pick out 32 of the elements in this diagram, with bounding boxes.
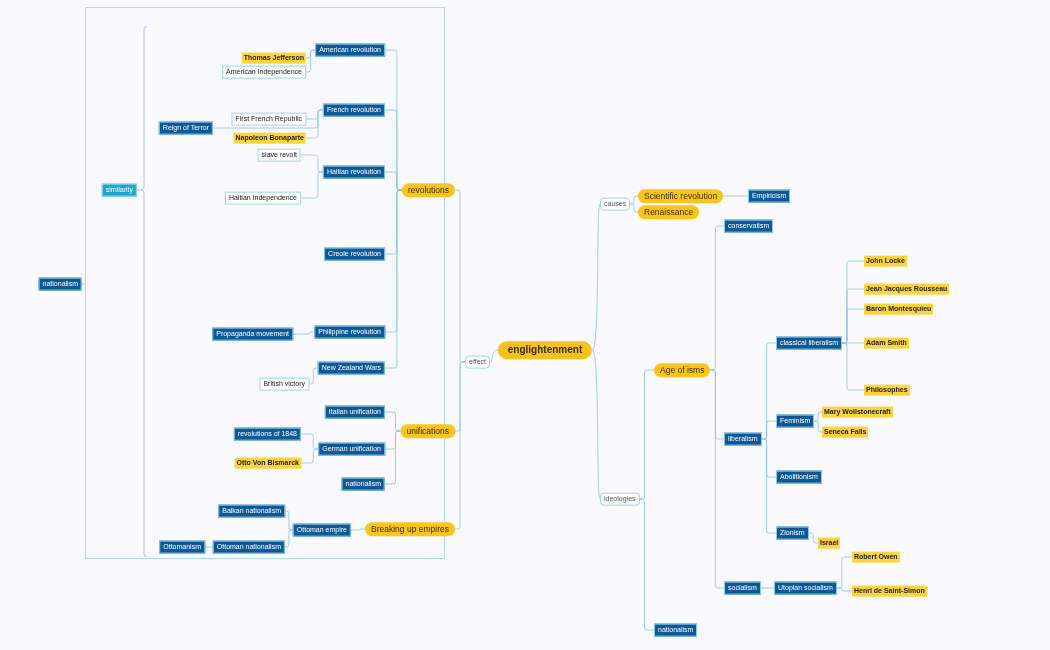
main-branch-topic: Renaissance bbox=[638, 205, 700, 219]
connector-line bbox=[350, 528, 366, 531]
connector-line bbox=[292, 331, 315, 335]
connector-line bbox=[841, 342, 865, 391]
connector-line bbox=[305, 49, 316, 59]
connector-line bbox=[308, 367, 319, 385]
connector-line bbox=[629, 203, 639, 213]
connector-line bbox=[761, 438, 777, 534]
main-branch-topic: Breaking up empires bbox=[365, 522, 455, 536]
connector-line bbox=[136, 189, 142, 191]
connector-line bbox=[284, 529, 294, 548]
connector-line bbox=[212, 109, 324, 129]
connector-line bbox=[300, 448, 319, 464]
connector-line bbox=[591, 203, 601, 351]
connector-line bbox=[489, 349, 499, 363]
connector-line bbox=[813, 420, 823, 433]
connector-line bbox=[300, 171, 324, 199]
connector-line bbox=[710, 369, 725, 589]
connector-line bbox=[454, 361, 466, 530]
connector-line bbox=[836, 587, 853, 592]
connector-line bbox=[760, 587, 775, 589]
main-branch-topic: revolutions bbox=[401, 183, 455, 197]
connector-line bbox=[81, 283, 86, 285]
central-topic: englightenment bbox=[497, 341, 593, 359]
connector-line bbox=[204, 546, 214, 548]
connector-line bbox=[722, 195, 749, 197]
connector-line bbox=[591, 349, 601, 500]
main-branch-topic: Age of isms bbox=[654, 363, 711, 377]
main-branch-topic: Scientific revolution bbox=[638, 189, 724, 203]
connector-line bbox=[808, 532, 819, 544]
main-branch-topic: unifications bbox=[400, 424, 455, 438]
connector-line bbox=[639, 498, 655, 631]
